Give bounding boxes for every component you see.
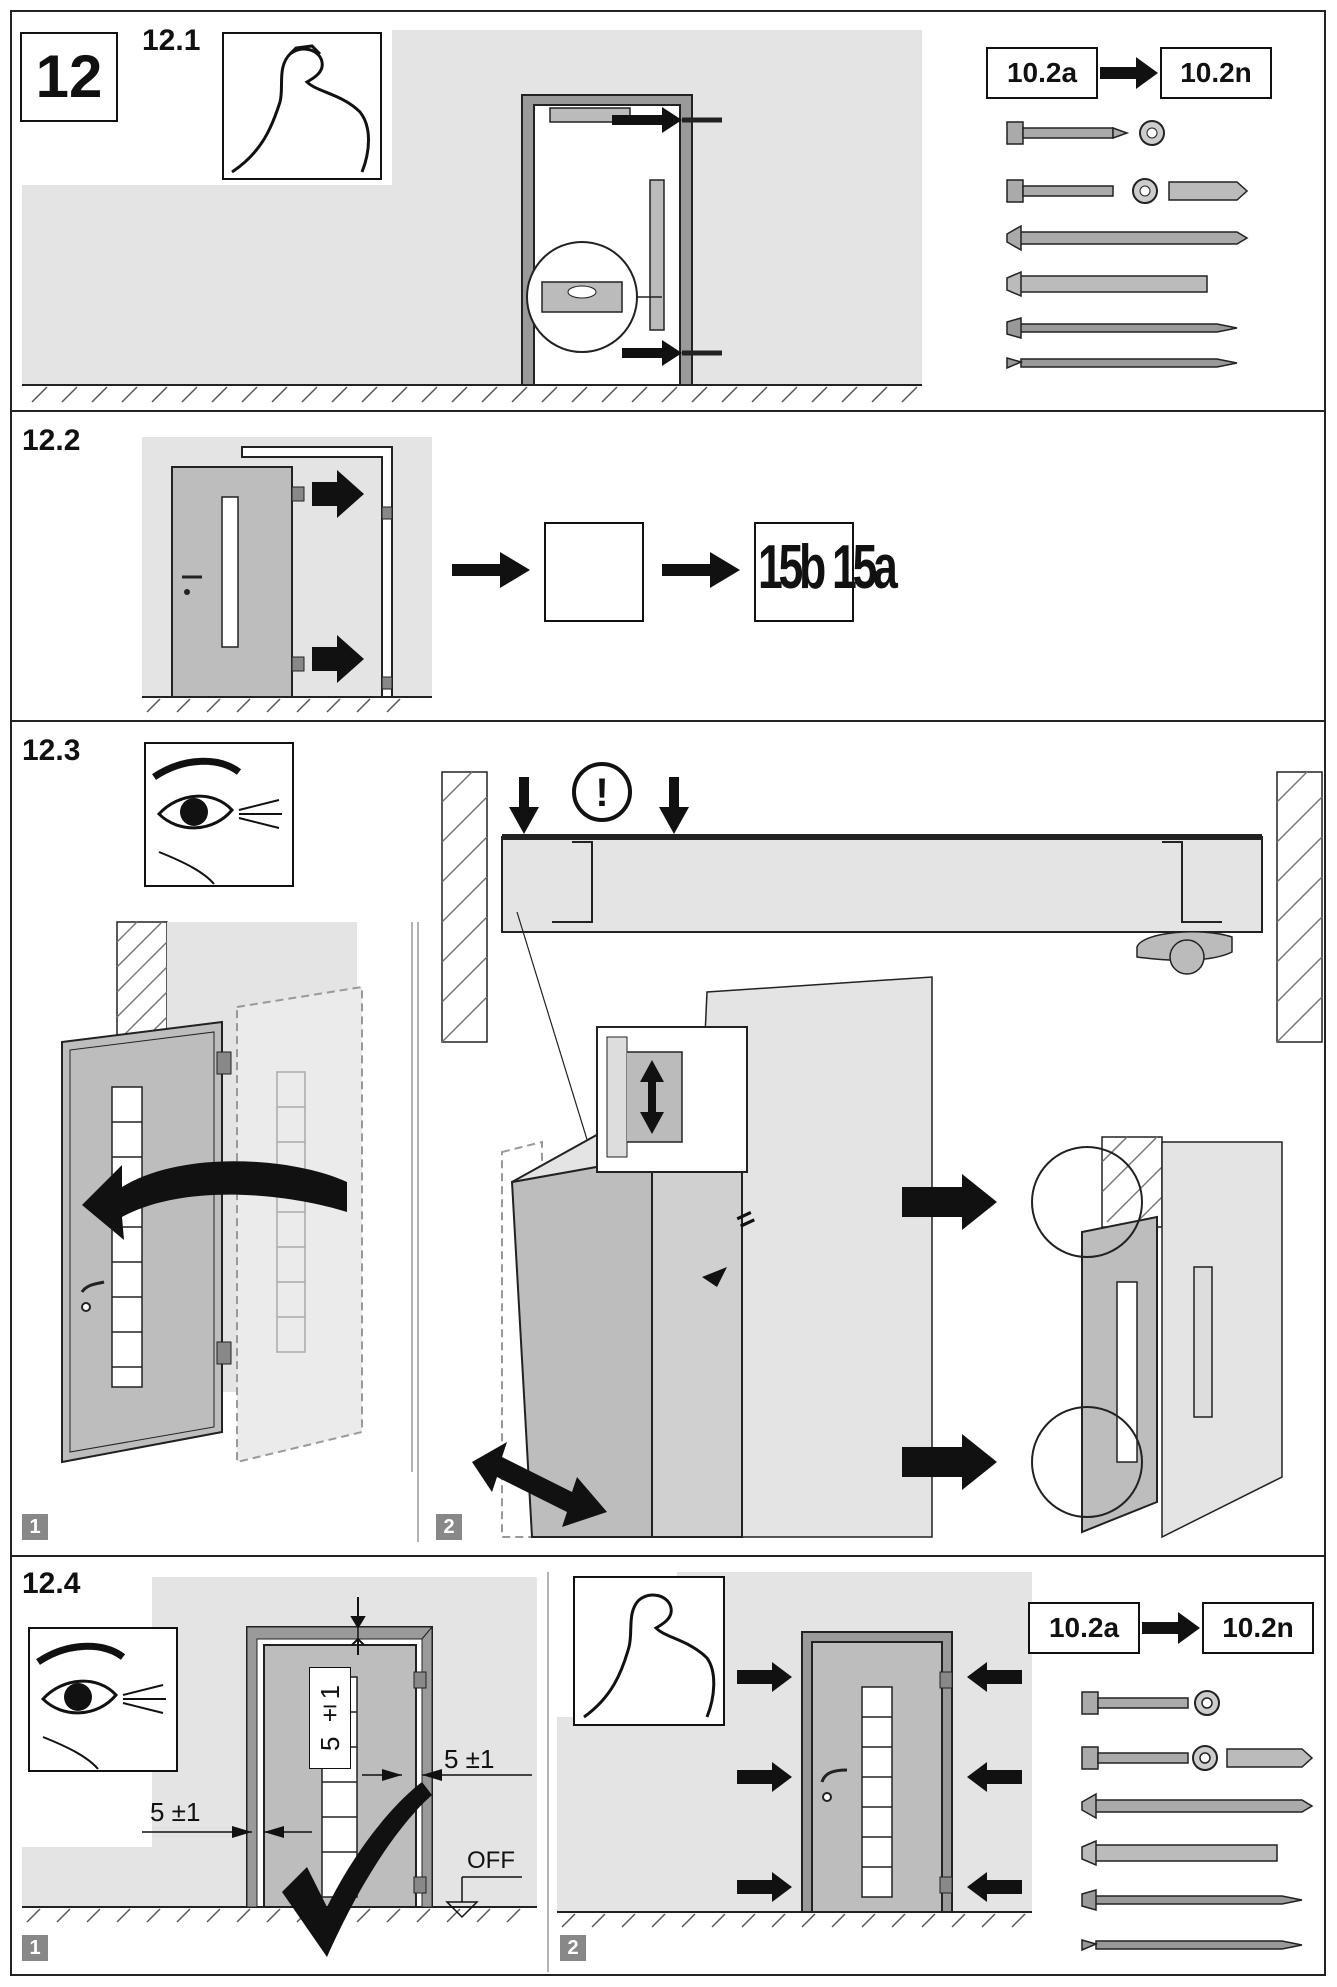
dim-top-label: 5 ±1 (309, 1667, 351, 1769)
screw-icon (1006, 121, 1130, 145)
arrow-icon (1100, 57, 1158, 89)
instruction-sheet: 12 12.1 (10, 10, 1326, 1976)
arrow-icon (662, 552, 740, 588)
fasteners-list (1081, 1690, 1314, 1952)
muscle-icon (222, 32, 382, 180)
ref-box-10-2a: 10.2a (1028, 1602, 1140, 1654)
main-step-number: 12 (20, 32, 118, 122)
eye-icon (144, 742, 294, 887)
open-door-scene (61, 921, 413, 1472)
divider (547, 1572, 549, 1972)
ref-label-15a: 15a (832, 533, 898, 602)
ref-box-10-2n: 10.2n (1160, 47, 1272, 99)
frame-section-drawing: ! = (441, 762, 1323, 1539)
warning-icon (572, 762, 632, 822)
step-label-12-3: 12.3 (22, 734, 81, 767)
sub-step-badge-2: 2 (436, 1514, 462, 1540)
checkmark-icon (282, 1782, 432, 1957)
step-label-12-2: 12.2 (22, 424, 81, 457)
ref-box-15b-15a (754, 522, 854, 622)
hang-door-scene (142, 437, 432, 713)
warning-symbol: ! (595, 771, 608, 815)
muscle-icon (573, 1576, 725, 1726)
ref-label-15b: 15b (758, 533, 826, 602)
panel-12-3: 12.3 1 (12, 722, 1324, 1557)
ref-box-10-2n: 10.2n (1202, 1602, 1314, 1654)
off-label: OFF (467, 1847, 515, 1874)
arrow-icon (1142, 1612, 1200, 1644)
arrow-icon (452, 552, 530, 588)
fix-frame-scene (557, 1572, 1314, 1952)
gap-check-scene (22, 1577, 537, 1957)
dim-right-label: 5 ±1 (444, 1744, 495, 1774)
step-label-12-1: 12.1 (142, 24, 201, 57)
panel-12-4: 12.4 (12, 1557, 1324, 1978)
panel-12-2: 12.2 15b 15a (12, 412, 1324, 722)
eye-icon (28, 1627, 178, 1772)
ref-box-empty (544, 522, 644, 622)
step-label-12-4: 12.4 (22, 1567, 81, 1600)
sub-step-badge-2: 2 (560, 1935, 586, 1961)
fasteners-list (1006, 120, 1249, 370)
sub-step-badge-1: 1 (22, 1935, 48, 1961)
dowel-icon (1168, 181, 1249, 201)
dim-left-label: 5 ±1 (150, 1797, 201, 1827)
divider (417, 922, 419, 1542)
panel-12-1: 12 12.1 (12, 12, 1324, 412)
ref-box-10-2a: 10.2a (986, 47, 1098, 99)
sub-step-badge-1: 1 (22, 1514, 48, 1540)
frame-levelling-scene (22, 30, 922, 403)
